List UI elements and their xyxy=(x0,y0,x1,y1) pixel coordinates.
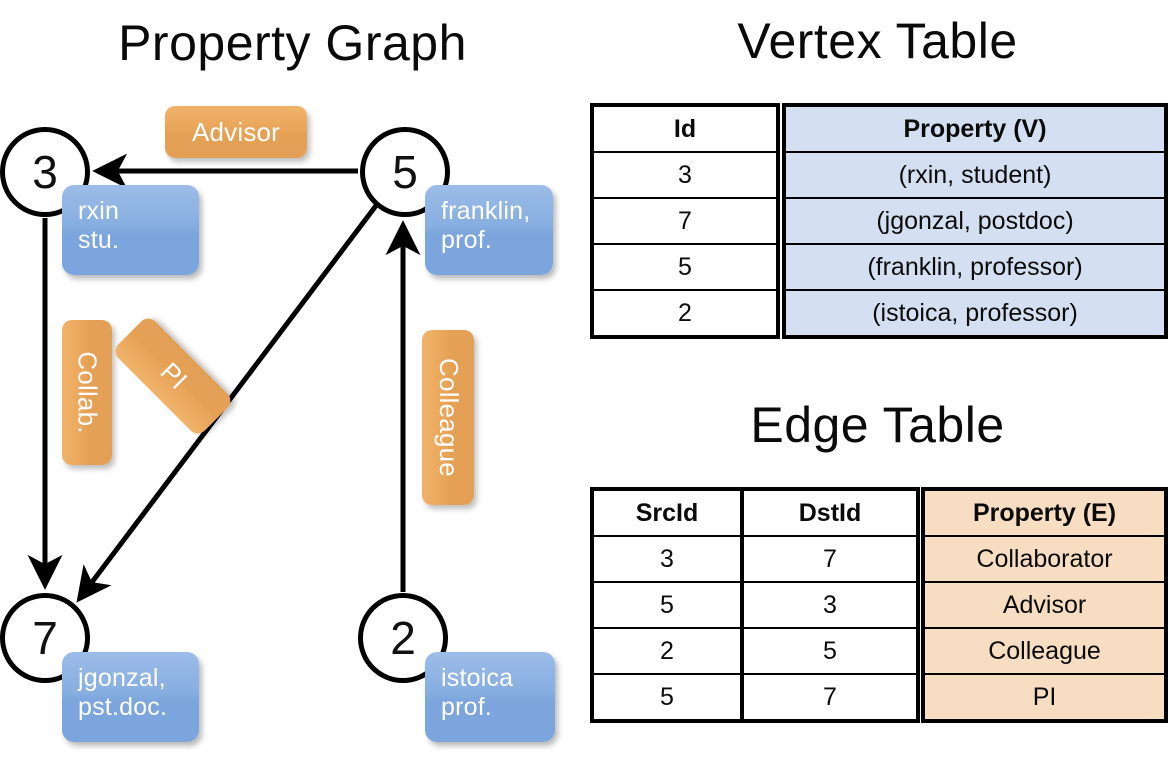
table-row[interactable]: Colleague xyxy=(923,627,1166,675)
edge-property-cell: Collaborator xyxy=(923,535,1166,583)
table-row[interactable]: 3 xyxy=(592,151,778,199)
edge-property-cell: Colleague xyxy=(923,627,1166,675)
edge-dst-cell: 5 xyxy=(742,627,918,675)
table-row[interactable]: 7 xyxy=(742,673,918,721)
vertex-property-cell: (franklin, professor) xyxy=(784,243,1166,291)
table-row[interactable]: PI xyxy=(923,673,1166,721)
table-row[interactable]: 5 xyxy=(592,673,742,721)
page-title-property-graph: Property Graph xyxy=(118,15,467,71)
column-header-dstid: DstId xyxy=(742,489,918,537)
vertex-property-cell: (istoica, professor) xyxy=(784,289,1166,337)
table-row[interactable]: Advisor xyxy=(923,581,1166,629)
edge-dst-cell: 7 xyxy=(742,673,918,721)
edge-table-property-column: Property (E) Collaborator Advisor Collea… xyxy=(923,489,1166,721)
node-property-box-rxin: rxin stu. xyxy=(62,185,199,275)
node-property-box-jgonzal: jgonzal, pst.doc. xyxy=(62,652,199,742)
vertex-id-cell: 7 xyxy=(592,197,778,245)
node-property-line1: franklin, xyxy=(441,197,531,225)
table-row[interactable]: (jgonzal, postdoc) xyxy=(784,197,1166,245)
table-row[interactable]: 2 xyxy=(592,289,778,337)
node-property-box-franklin: franklin, prof. xyxy=(425,185,553,275)
edge-src-cell: 2 xyxy=(592,627,742,675)
edge-label-text: Collab. xyxy=(72,351,103,434)
column-header-property-e: Property (E) xyxy=(923,489,1166,537)
edge-table-dstid-column: DstId 7 3 5 7 xyxy=(742,489,918,721)
vertex-id-cell: 3 xyxy=(592,151,778,199)
table-header-row: Property (V) xyxy=(784,105,1166,153)
vertex-property-cell: (rxin, student) xyxy=(784,151,1166,199)
table-row[interactable]: 5 xyxy=(592,581,742,629)
table-row[interactable]: Collaborator xyxy=(923,535,1166,583)
edge-label-collab: Collab. xyxy=(62,320,112,465)
graph-node-2[interactable]: 2 xyxy=(358,593,448,683)
table-header-row: Id xyxy=(592,105,778,153)
node-property-line2: stu. xyxy=(78,226,120,254)
edge-dst-cell: 3 xyxy=(742,581,918,629)
table-row[interactable]: 5 xyxy=(592,243,778,291)
edge-src-cell: 3 xyxy=(592,535,742,583)
node-property-line1: istoica xyxy=(441,664,514,692)
edge-label-colleague: Colleague xyxy=(422,330,474,505)
node-property-line2: pst.doc. xyxy=(78,693,168,721)
table-row[interactable]: 2 xyxy=(592,627,742,675)
table-header-row: SrcId xyxy=(592,489,742,537)
table-row[interactable]: 3 xyxy=(592,535,742,583)
vertex-id-cell: 5 xyxy=(592,243,778,291)
table-row[interactable]: (istoica, professor) xyxy=(784,289,1166,337)
edge-property-cell: PI xyxy=(923,673,1166,721)
node-property-box-istoica: istoica prof. xyxy=(425,652,555,742)
edge-src-cell: 5 xyxy=(592,581,742,629)
table-row[interactable]: (rxin, student) xyxy=(784,151,1166,199)
node-property-line1: jgonzal, xyxy=(78,664,166,692)
edge-label-text: PI xyxy=(153,356,193,396)
edge-dst-cell: 7 xyxy=(742,535,918,583)
node-property-line2: prof. xyxy=(441,693,493,721)
column-header-id: Id xyxy=(592,105,778,153)
node-property-line2: prof. xyxy=(441,226,493,254)
table-row[interactable]: 7 xyxy=(592,197,778,245)
node-property-line1: rxin xyxy=(78,197,120,225)
edge-src-cell: 5 xyxy=(592,673,742,721)
edge-label-text: Colleague xyxy=(433,358,464,477)
vertex-table-property-column: Property (V) (rxin, student) (jgonzal, p… xyxy=(784,105,1166,337)
table-header-row: DstId xyxy=(742,489,918,537)
column-header-property-v: Property (V) xyxy=(784,105,1166,153)
table-header-row: Property (E) xyxy=(923,489,1166,537)
vertex-id-cell: 2 xyxy=(592,289,778,337)
edge-label-text: Advisor xyxy=(191,116,281,147)
table-row[interactable]: 7 xyxy=(742,535,918,583)
table-row[interactable]: 3 xyxy=(742,581,918,629)
edge-label-advisor: Advisor xyxy=(165,106,307,158)
edge-property-cell: Advisor xyxy=(923,581,1166,629)
table-row[interactable]: 5 xyxy=(742,627,918,675)
table-row[interactable]: (franklin, professor) xyxy=(784,243,1166,291)
property-graph-panel: Property Graph 3 5 7 2 rxin stu. fr xyxy=(0,15,555,742)
column-header-srcid: SrcId xyxy=(592,489,742,537)
vertex-property-cell: (jgonzal, postdoc) xyxy=(784,197,1166,245)
graph-node-5[interactable]: 5 xyxy=(360,127,450,217)
edge-table-srcid-column: SrcId 3 5 2 5 xyxy=(592,489,742,721)
page-title-edge-table: Edge Table xyxy=(750,397,1005,453)
vertex-table-id-column: Id 3 7 5 2 xyxy=(592,105,778,337)
page-title-vertex-table: Vertex Table xyxy=(737,13,1018,69)
